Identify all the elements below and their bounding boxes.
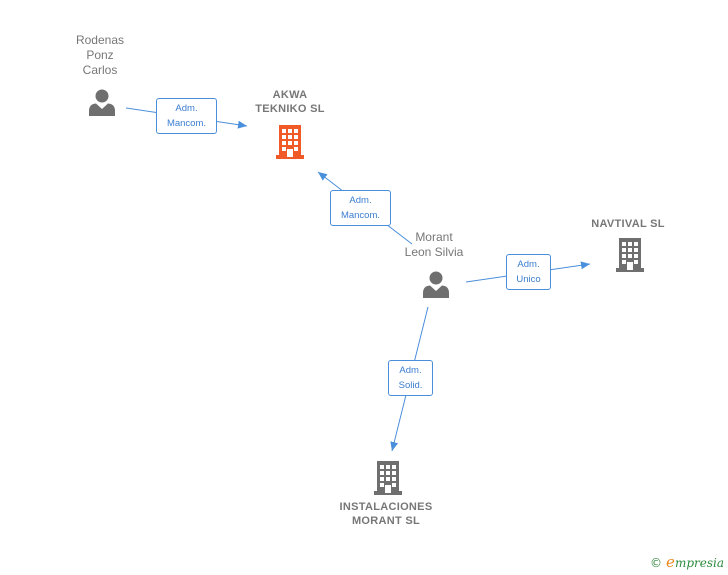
label-line: AKWA [272,89,308,101]
node-label-morant: Morant Leon Silvia [390,230,478,260]
brand-initial: e [666,553,675,571]
label-line: Rodenas [75,33,125,47]
edge-label-line: Adm. [517,259,540,270]
label-line: Ponz [86,48,114,62]
edge-label-morant-navtival[interactable]: Adm. Unico [506,254,551,290]
label-line: TEKNIKO SL [255,103,325,115]
node-label-rodenas: Rodenas Ponz Carlos [60,33,140,78]
edge-label-morant-akwa[interactable]: Adm. Mancom. [330,190,391,226]
copyright-symbol: © [650,556,663,570]
building-icon[interactable] [373,459,403,495]
edge-label-line: Adm. [175,103,198,114]
label-line: Morant [415,230,453,244]
node-label-akwa: AKWA TEKNIKO SL [240,88,340,116]
node-label-navtival: NAVTIVAL SL [578,217,678,231]
building-icon-focus[interactable] [275,123,305,159]
label-line: Leon Silvia [404,245,464,259]
node-label-instalaciones: INSTALACIONES MORANT SL [326,500,446,528]
edge-label-line: Mancom. [166,118,207,129]
edge-label-line: Unico [516,274,541,285]
edge-label-line: Solid. [398,380,423,391]
brand-name: mpresia [674,556,724,570]
brand-logo: ©empresia [650,553,724,571]
edge-label-line: Adm. [399,365,422,376]
label-line: MORANT SL [351,515,421,527]
label-line: Carlos [82,63,118,77]
edge-label-line: Mancom. [340,210,381,221]
label-line: INSTALACIONES [339,501,433,513]
edge-label-line: Adm. [349,195,372,206]
edge-label-rodenas-akwa[interactable]: Adm. Mancom. [156,98,217,134]
edge-label-morant-instalaciones[interactable]: Adm. Solid. [388,360,433,396]
person-icon[interactable] [422,270,450,298]
person-icon[interactable] [88,88,116,116]
label-line: NAVTIVAL SL [591,218,665,230]
building-icon[interactable] [615,236,645,272]
